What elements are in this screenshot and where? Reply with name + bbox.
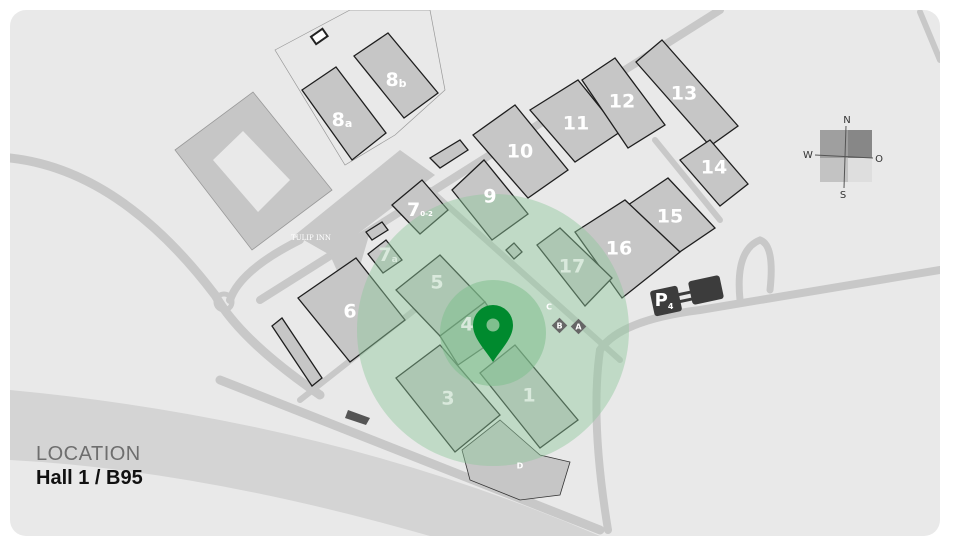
hall-8b [353, 32, 439, 119]
hall-9-label: 9 [483, 186, 496, 208]
parking-label: P4 [655, 290, 674, 311]
compass-east: O [875, 154, 883, 165]
hall-16-label: 16 [606, 238, 632, 260]
stadium [174, 91, 333, 251]
hall-13-label: 13 [671, 83, 697, 105]
hall-8a-label: 8a [332, 109, 353, 131]
hall-6-label: 6 [343, 301, 356, 323]
gate-marker [309, 27, 329, 46]
hall-1-label: 1 [522, 385, 535, 407]
hall-15-label: 15 [657, 206, 683, 228]
hall-12 [581, 57, 666, 149]
hall-7-label: 70-2 [407, 199, 433, 221]
hall-13 [635, 39, 739, 147]
venue-map[interactable]: 8a 8b 6 7a 70-2 5 4 3 1 9 10 11 12 13 14… [10, 10, 940, 536]
compass-south: S [840, 190, 846, 201]
hall-10 [472, 104, 569, 199]
hall-8a [301, 66, 387, 161]
hall-9 [451, 159, 529, 241]
hall-14 [679, 139, 749, 207]
hall-3 [395, 344, 501, 453]
hall-7a-label: 7a [378, 244, 397, 266]
hall-11-label: 11 [563, 113, 589, 135]
hall-17-label: 17 [559, 256, 585, 278]
entrance-b: B [556, 322, 562, 331]
entrance-a: A [575, 323, 582, 332]
hall-8b-label: 8b [385, 69, 406, 91]
hall-6 [297, 257, 406, 363]
location-pin-icon[interactable] [473, 305, 513, 362]
hall-7a [367, 239, 403, 274]
location-value: Hall 1 / B95 [36, 467, 143, 489]
hall-10-label: 10 [507, 141, 533, 163]
entrance-d: D [517, 462, 524, 471]
hall-14-label: 14 [701, 157, 727, 179]
parking-p4[interactable]: P4 [650, 275, 725, 317]
plaza [295, 150, 435, 255]
entrance-c: C [546, 303, 552, 312]
location-heading: LOCATION [36, 443, 141, 465]
area-d [461, 419, 571, 501]
hall-5-label: 5 [430, 272, 443, 294]
terrain-band [10, 390, 600, 536]
compass-west: W [803, 150, 813, 161]
hall-3-label: 3 [441, 388, 454, 410]
hall-4-label: 4 [460, 314, 473, 336]
location-caption: LOCATION Hall 1 / B95 [36, 443, 143, 490]
map-canvas[interactable]: 8a 8b 6 7a 70-2 5 4 3 1 9 10 11 12 13 14… [10, 10, 940, 536]
compass: N S W O [803, 115, 883, 201]
compass-north: N [843, 115, 850, 126]
hotel-label[interactable]: TULIP INN [291, 234, 331, 242]
hall-12-label: 12 [609, 91, 635, 113]
hall-17 [536, 227, 613, 307]
hall-7 [391, 179, 449, 235]
